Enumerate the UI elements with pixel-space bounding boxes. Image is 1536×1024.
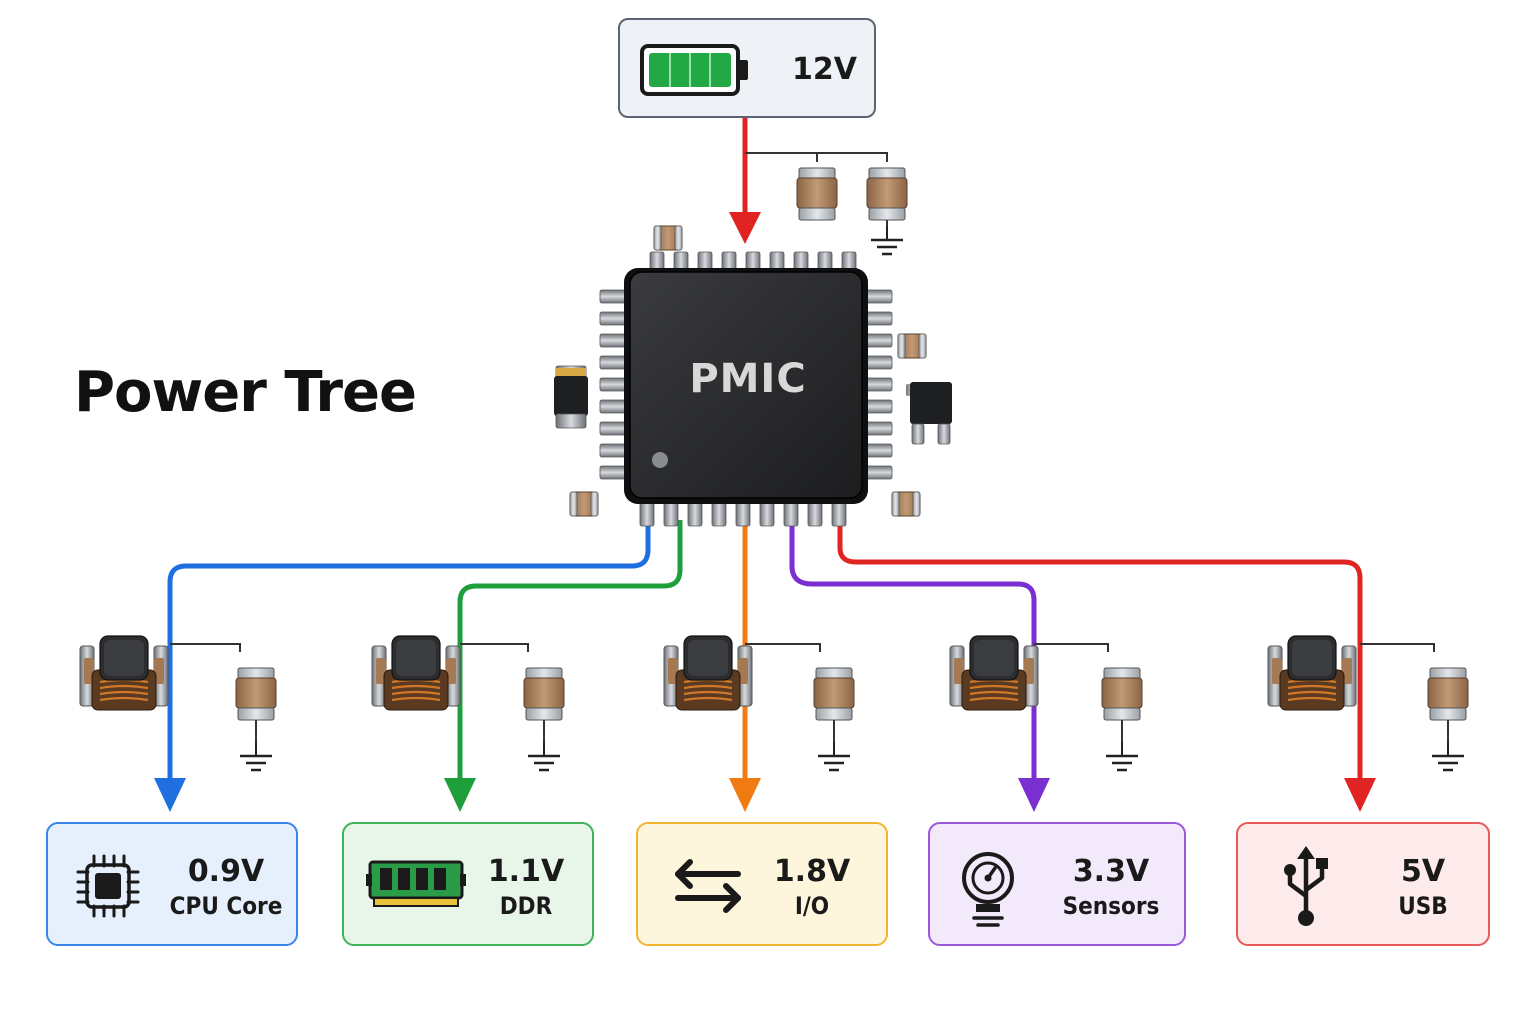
rail-box-io: 1.8V I/O: [636, 822, 888, 946]
ram-module-icon: [366, 860, 466, 907]
rail-name-usb: USB: [1398, 892, 1448, 920]
pmic-chip: [599, 251, 893, 527]
pmic-label: PMIC: [689, 356, 807, 402]
rail-name-ddr: DDR: [499, 892, 553, 920]
mosfet-right: [906, 382, 952, 445]
rail-name-cpu: CPU Core: [169, 892, 283, 920]
battery-icon: [640, 44, 748, 96]
rail-name-io: I/O: [794, 892, 830, 920]
input-power-line: [729, 118, 761, 244]
rail-voltage-io: 1.8V: [773, 854, 851, 889]
trace-sensors: [789, 520, 1050, 812]
regulator-usb: [1266, 634, 1469, 772]
trace-cpu: [154, 520, 651, 812]
rail-name-sensors: Sensors: [1062, 892, 1160, 920]
rail-box-sensors: 3.3V Sensors: [928, 822, 1186, 946]
pmic-support-components: [554, 225, 952, 517]
rail-components: [78, 634, 1469, 772]
trace-usb: [837, 520, 1376, 812]
trace-ddr: [444, 520, 683, 812]
rail-voltage-sensors: 3.3V: [1072, 854, 1150, 889]
pin1-dot: [652, 452, 668, 468]
regulator-io: [662, 634, 855, 772]
diode-left: [554, 365, 588, 429]
bidirectional-arrows-icon: [675, 859, 741, 913]
rail-box-cpu: 0.9V CPU Core: [46, 822, 298, 946]
input-capacitors: [745, 152, 908, 256]
regulator-ddr: [370, 634, 565, 772]
input-source-box: 12V: [618, 18, 876, 118]
usb-icon: [1284, 846, 1328, 926]
rail-traces: [154, 520, 1376, 812]
rail-voltage-usb: 5V: [1400, 854, 1446, 889]
pmic-pins: [599, 251, 893, 527]
diagram-title: Power Tree: [74, 360, 417, 425]
rail-voltage-cpu: 0.9V: [187, 854, 265, 889]
rail-voltage-ddr: 1.1V: [487, 854, 565, 889]
rail-box-usb: 5V USB: [1236, 822, 1490, 946]
regulator-sensors: [948, 634, 1143, 772]
input-voltage: 12V: [792, 52, 857, 87]
regulator-cpu: [78, 634, 277, 772]
sensor-gauge-icon: [962, 852, 1014, 927]
cpu-chip-icon: [76, 854, 140, 918]
rail-box-ddr: 1.1V DDR: [342, 822, 594, 946]
